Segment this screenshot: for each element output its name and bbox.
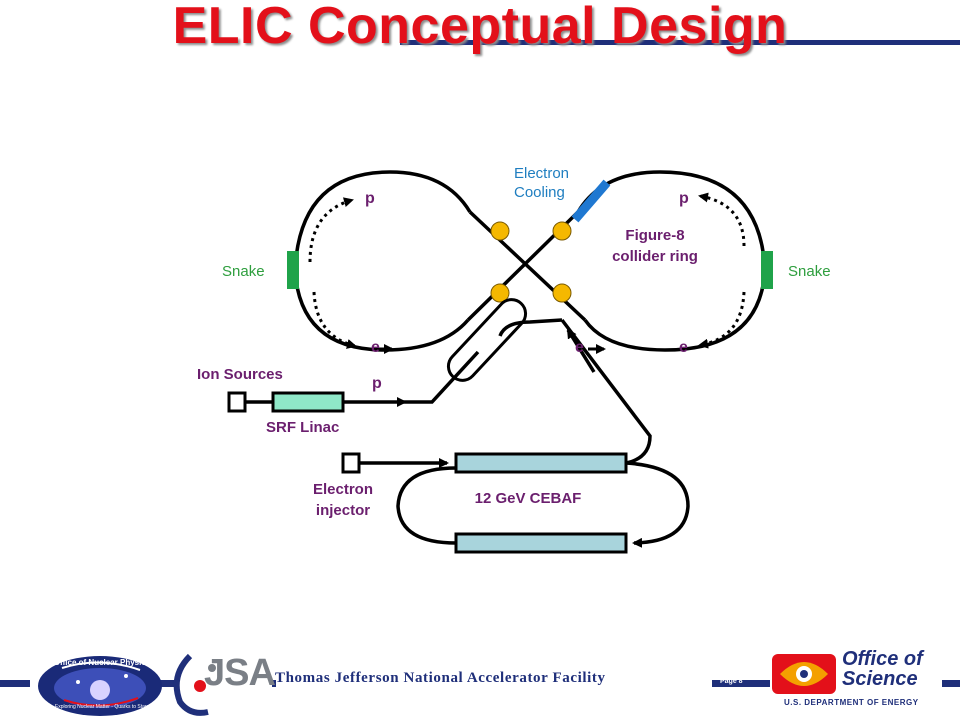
arrow-right-lower: [698, 291, 746, 349]
science-logo-line3: U.S. DEPARTMENT OF ENERGY: [784, 698, 919, 707]
science-logo-line1: Office of: [842, 648, 923, 670]
cebaf-left-arc: [396, 466, 457, 545]
ion-source-box: [227, 391, 247, 413]
label-srf-linac: SRF Linac: [266, 419, 339, 436]
ip-dot-top-right: [552, 221, 572, 241]
label-figure8-1: Figure-8: [625, 227, 684, 244]
interaction-points: [490, 221, 572, 303]
title-underline: [400, 40, 960, 45]
label-e-left: e: [371, 339, 380, 356]
footer-bar-left: [0, 680, 30, 687]
ion-line-3: [405, 350, 480, 404]
label-p-top-left: p: [365, 190, 375, 207]
elic-diagram: Electron Cooling p p Figure-8 collider r…: [197, 165, 831, 554]
electron-transfer-line: [498, 318, 563, 337]
ip-dot-bottom-right: [552, 283, 572, 303]
left-loop: [293, 170, 472, 352]
srf-linac-box: [271, 391, 345, 413]
footer-bar-mid2: [272, 680, 276, 687]
footer-bar-right: [712, 680, 770, 687]
injection-section: [446, 298, 528, 382]
label-ion-sources: Ion Sources: [197, 366, 283, 383]
label-electron-injector-2: injector: [316, 502, 370, 519]
footer-bar-mid: [150, 680, 174, 687]
office-of-nuclear-physics-logo: Office of Nuclear Physics Exploring Nucl…: [34, 648, 170, 720]
footer: Office of Nuclear Physics Exploring Nucl…: [0, 640, 960, 720]
title-area: ELIC Conceptual Design: [0, 0, 960, 80]
lab-name: Thomas Jefferson National Accelerator Fa…: [275, 670, 606, 686]
label-e-center: e: [575, 339, 584, 356]
arrow-right-upper: [698, 192, 746, 247]
footer-bar-end: [942, 680, 960, 687]
label-electron-cooling-1: Electron: [514, 165, 569, 182]
jsa-logo-text: JSA: [204, 652, 276, 694]
slide-title: ELIC Conceptual Design: [172, 0, 788, 55]
ip-dot-top-left: [490, 221, 510, 241]
cebaf-linac-top: [454, 452, 628, 474]
electron-up-arrow: [566, 328, 596, 373]
label-cebaf: 12 GeV CEBAF: [475, 490, 582, 507]
cebaf-linac-bottom: [454, 532, 628, 554]
circulation-arrows: [308, 192, 746, 349]
label-snake-left: Snake: [222, 263, 265, 280]
label-e-right: e: [679, 339, 688, 356]
label-figure8-2: collider ring: [612, 248, 698, 265]
snake-right-bar: [761, 251, 773, 289]
onp-logo-text: Office of Nuclear Physics: [53, 658, 151, 667]
arrow-left-upper: [308, 197, 354, 263]
label-p-top-right: p: [679, 190, 689, 207]
ip-dot-bottom-left: [490, 283, 510, 303]
office-of-science-logo: Office of Science U.S. DEPARTMENT OF ENE…: [770, 648, 950, 718]
snake-left-bar: [287, 251, 299, 289]
page-number: Page 8: [720, 678, 743, 685]
electron-injector-box: [341, 452, 361, 474]
label-p-linac: p: [372, 375, 382, 392]
cebaf-extraction-line: [560, 318, 652, 465]
science-logo-line2: Science: [842, 668, 918, 690]
label-snake-right: Snake: [788, 263, 831, 280]
jsa-logo: JSA: [168, 646, 276, 718]
cebaf-right-arc: [625, 461, 690, 548]
label-electron-cooling-2: Cooling: [514, 184, 565, 201]
label-electron-injector-1: Electron: [313, 481, 373, 498]
crossing-line-1: [468, 210, 587, 322]
onp-logo-subtext: Exploring Nuclear Matter - Quarks to Sta…: [54, 704, 150, 710]
electron-cooling-bar: [571, 179, 611, 223]
arrow-left-lower: [312, 291, 357, 349]
